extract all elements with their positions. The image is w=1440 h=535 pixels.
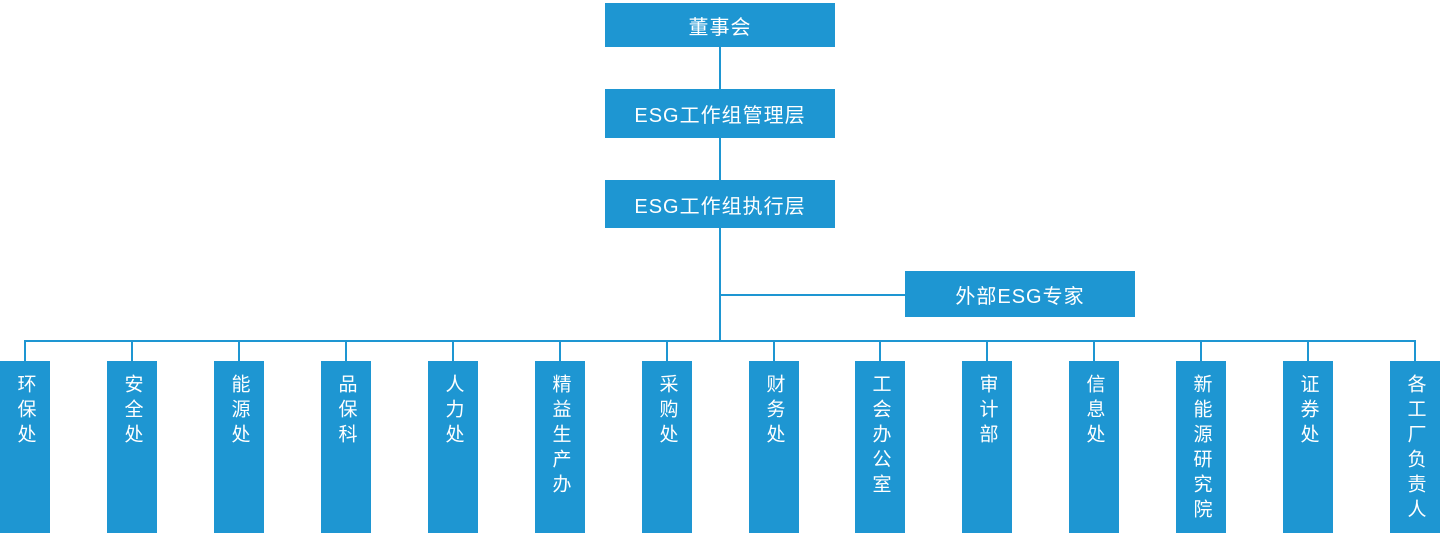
node-dept-zhengquanchu: 证券处 [1283,361,1333,533]
connector-stub [879,341,881,361]
node-dept-jingyi-shengchan: 精益生产办 [535,361,585,533]
connector-stub [238,341,240,361]
dept-label: 工会办公室 [869,374,891,499]
node-dept-renlichu: 人力处 [428,361,478,533]
dept-label: 环保处 [14,374,36,449]
connector-to-external-experts [719,294,905,296]
connector-departments-span [24,340,1416,342]
node-dept-xinnengyuan-yanjiuyuan: 新能源研究院 [1176,361,1226,533]
node-dept-xinxichu: 信息处 [1069,361,1119,533]
dept-label: 品保科 [335,374,357,449]
dept-label: 安全处 [121,374,143,449]
node-dept-gegongchang-fuzeren: 各工厂负责人 [1390,361,1440,533]
node-dept-pinbaoke: 品保科 [321,361,371,533]
node-dept-caiwuchu: 财务处 [749,361,799,533]
connector-board-to-management [719,47,721,89]
node-dept-gonghui-bangongshi: 工会办公室 [855,361,905,533]
connector-stub [1307,341,1309,361]
connector-stub [559,341,561,361]
dept-label: 人力处 [442,374,464,449]
connector-stub [666,341,668,361]
dept-label: 审计部 [976,374,998,449]
dept-label: 能源处 [228,374,250,449]
connector-execution-to-departments [719,228,721,341]
connector-stub [131,341,133,361]
dept-label: 信息处 [1083,374,1105,449]
dept-label: 新能源研究院 [1190,374,1212,524]
connector-stub [1093,341,1095,361]
dept-label: 证券处 [1297,374,1319,449]
connector-stub [986,341,988,361]
node-dept-anquanchu: 安全处 [107,361,157,533]
dept-label: 精益生产办 [549,374,571,499]
node-dept-shenjibu: 审计部 [962,361,1012,533]
dept-label: 采购处 [656,374,678,449]
dept-label: 各工厂负责人 [1404,374,1426,524]
dept-label: 财务处 [763,374,785,449]
connector-stub [1200,341,1202,361]
node-board: 董事会 [605,3,835,47]
connector-stub [24,341,26,361]
node-external-esg-experts: 外部ESG专家 [905,271,1135,317]
node-esg-management-layer: ESG工作组管理层 [605,89,835,138]
node-dept-caigouchu: 采购处 [642,361,692,533]
node-dept-huanbaochu: 环保处 [0,361,50,533]
node-dept-nengyuanchu: 能源处 [214,361,264,533]
connector-stub [345,341,347,361]
connector-stub [1414,341,1416,361]
connector-management-to-execution [719,138,721,180]
connector-stub [452,341,454,361]
connector-stub [773,341,775,361]
node-esg-execution-layer: ESG工作组执行层 [605,180,835,228]
